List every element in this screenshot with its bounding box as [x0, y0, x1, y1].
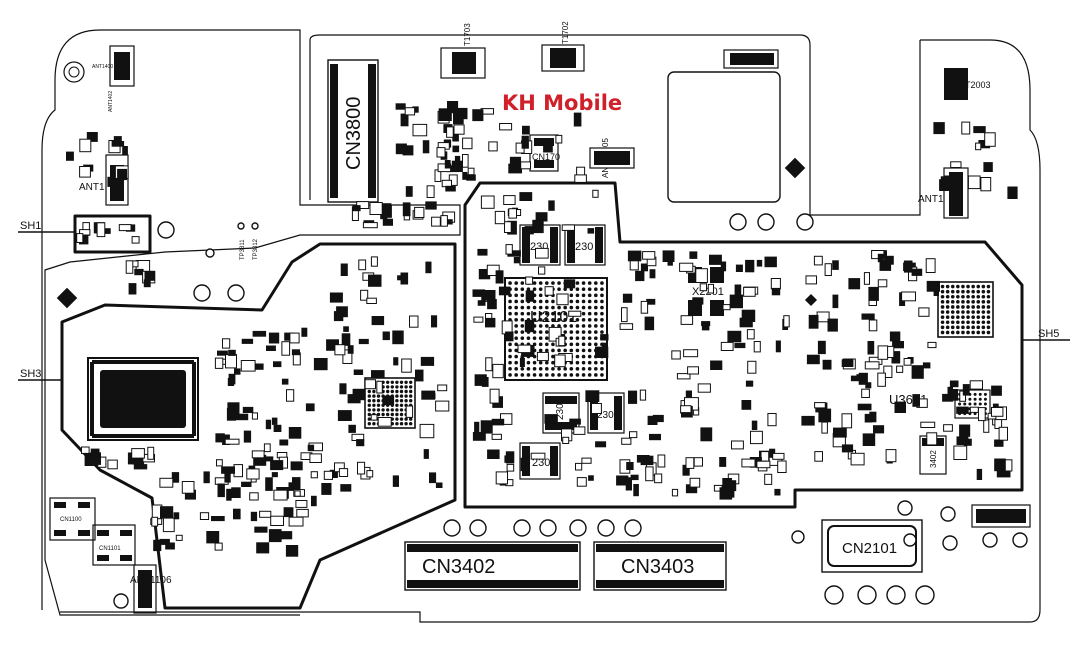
board-outline: [41, 29, 1041, 623]
antenna-ant1-right: ANT1: [918, 167, 969, 219]
fiducials: [54, 155, 820, 311]
mounting-pads: [63, 61, 85, 83]
shield-label-sh3: SH3: [20, 368, 41, 380]
board-outline-right-inner: [830, 40, 921, 216]
round-pads: [113, 213, 1028, 609]
inductor-label-3: 230: [555, 403, 566, 420]
transformer-t1702: T1702: [541, 21, 585, 72]
antenna-label-ant1402: ANT1402: [108, 91, 114, 112]
board-outline-left-edge: [41, 29, 101, 610]
test-point-label-tp3812: TP3812: [253, 238, 259, 260]
antenna-label-ant1-left: ANT1: [79, 182, 105, 193]
shield-outlines: [60, 181, 1024, 610]
antenna-top-right: [723, 49, 779, 69]
transformer-label-t1702: T1702: [561, 21, 570, 44]
connector-label-cn3402: CN3402: [422, 556, 495, 578]
board-outline-left: [44, 29, 461, 616]
test-point-label-tp3811: TP3811: [240, 239, 246, 260]
chip-pmic: [87, 357, 199, 441]
connector-cn1101: CN1101: [92, 524, 136, 566]
chip-outline-top-right: [667, 71, 781, 203]
transformer-label-t1703: T1703: [463, 23, 472, 46]
inductor-label-4: 230: [597, 410, 614, 421]
connector-cn2101: CN2101: [821, 519, 923, 573]
antenna-right-bottom: [971, 504, 1031, 528]
shield-sh1-outline: [73, 214, 152, 254]
inductor-label-5: 230: [532, 457, 550, 469]
connector-cn3800: CN3800: [327, 59, 379, 203]
connector-label-cn2101: CN2101: [842, 540, 897, 557]
board-outline-right: [60, 39, 1041, 623]
antenna-ant1400: ANT1400 ANT1402: [92, 45, 135, 112]
connector-label-cn1101: CN1101: [99, 546, 121, 552]
test-point-tp3811: [237, 222, 245, 230]
antenna-label-an: AN: [601, 167, 610, 178]
antenna-label-ant1106: ANT1106: [130, 575, 172, 586]
inductor-label-2: 230: [575, 241, 593, 253]
transformer-t2003: T2003: [944, 68, 991, 100]
test-point-tp3812: [251, 222, 259, 230]
antenna-label-ant1400: ANT1400: [92, 64, 113, 70]
brand-watermark: KH Mobile: [502, 91, 622, 115]
connector-label-cn1100: CN1100: [60, 517, 82, 523]
transformer-t1703: T1703: [440, 23, 486, 79]
antenna-label-ant1-right: ANT1: [918, 194, 944, 205]
inductor-label-6: 3402: [929, 450, 938, 468]
shield-sh3-outline: [60, 242, 457, 610]
chip-label-u2101: U2101: [530, 309, 577, 326]
shield-pointers: [18, 231, 1070, 381]
chip-bga-sh5: [937, 281, 994, 338]
transformer-label-t2003: T2003: [965, 80, 991, 90]
antenna-ant1106: ANT1106: [130, 564, 172, 614]
shield-sh5-outline: [463, 181, 1024, 509]
smd-components: [66, 101, 1018, 557]
shield-label-sh1: SH1: [20, 220, 41, 232]
board-outline-top: [309, 34, 830, 216]
shield-label-sh5: SH5: [1038, 328, 1059, 340]
connector-cn3402: CN3402: [404, 541, 581, 591]
connector-label-cn3403: CN3403: [621, 556, 694, 578]
antenna-an05: AN 05: [589, 138, 635, 178]
connector-cn3403: CN3403: [593, 541, 727, 591]
connector-label-cn170: CN170: [532, 152, 560, 162]
antenna-label-05: 05: [601, 138, 610, 147]
connector-label-cn3800: CN3800: [343, 97, 365, 170]
connector-cn1100: CN1100: [49, 497, 96, 541]
